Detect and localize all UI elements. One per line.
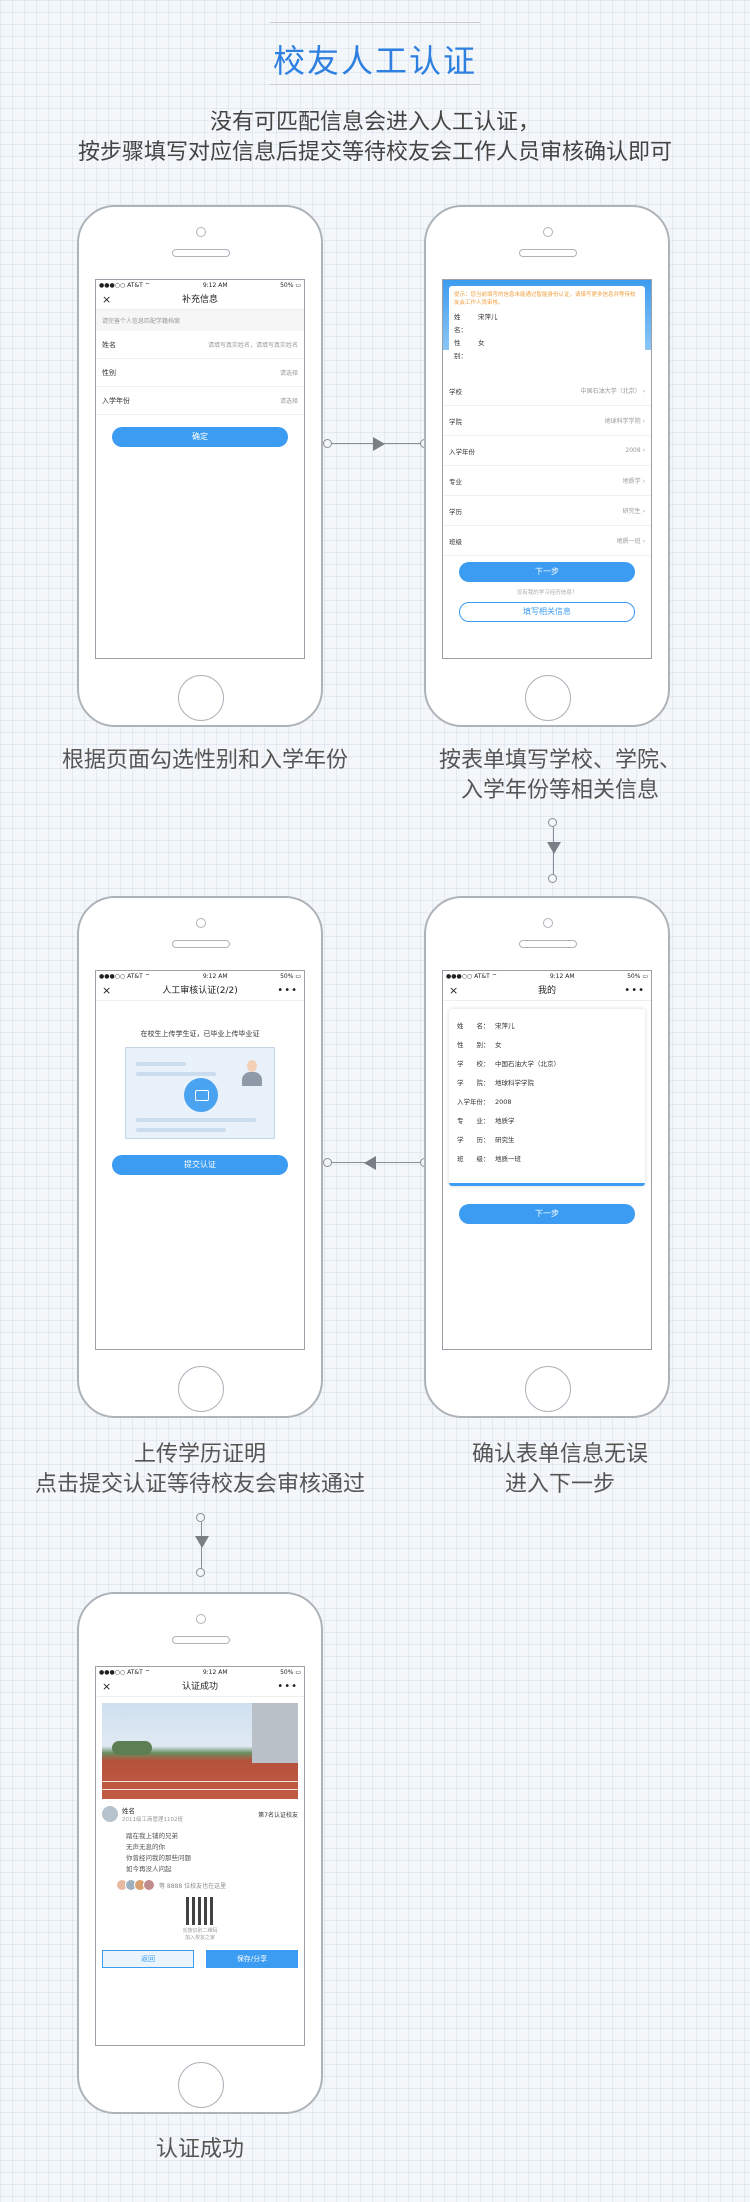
save-share-button[interactable]: 保存/分享 — [206, 1950, 298, 1968]
rank-badge: 第7名认证校友 — [258, 1811, 298, 1819]
chevron-right-icon: › — [642, 538, 645, 545]
chevron-right-icon: › — [642, 418, 645, 425]
nav-title: 补充信息 — [181, 295, 218, 305]
caption-step2: 按表单填写学校、学院、入学年份等相关信息 — [438, 748, 681, 803]
phone-step2: 提示：您当前填写的信息未能通过智能身份认证，请填写更多信息并等待校友会工作人员审… — [424, 205, 670, 727]
submit-button[interactable]: 提交认证 — [112, 1155, 288, 1175]
major-row[interactable]: 专业地质学 › — [443, 466, 651, 496]
close-icon[interactable]: × — [449, 984, 459, 997]
warning-text: 提示：您当前填写的信息未能通过智能身份认证，请填写更多信息并等待校友会工作人员审… — [454, 292, 636, 306]
gender-field[interactable]: 性别请选择 — [96, 359, 304, 387]
chevron-right-icon: › — [642, 447, 645, 454]
fill-info-button[interactable]: 填写相关信息 — [459, 602, 635, 622]
name-field[interactable]: 姓名请填写真实姓名，请填写真实姓名 — [96, 331, 304, 359]
year-field[interactable]: 入学年份请选择 — [96, 387, 304, 415]
hint-text: 请完善个人信息匹配学籍档案 — [96, 310, 304, 331]
page-subtitle-2: 按步骤填写对应信息后提交等待校友会工作人员审核确认即可 — [77, 140, 672, 165]
home-button[interactable] — [178, 675, 224, 721]
chevron-right-icon: › — [642, 508, 645, 515]
upload-instruction: 在校生上传学生证，已毕业上传毕业证 — [140, 1030, 260, 1038]
campus-photo — [102, 1703, 298, 1799]
nav-title: 认证成功 — [181, 1682, 218, 1692]
class-row[interactable]: 班级地质一班 › — [443, 526, 651, 556]
chevron-right-icon: › — [642, 478, 645, 485]
home-button[interactable] — [525, 675, 571, 721]
no-record-link[interactable]: 没有我的学习经历信息？ — [516, 590, 578, 596]
caption-step1: 根据页面勾选性别和入学年份 — [61, 748, 348, 773]
home-button[interactable] — [178, 1366, 224, 1412]
page-title: 校友人工认证 — [272, 42, 477, 80]
degree-row[interactable]: 学历研究生 › — [443, 496, 651, 526]
caption-step3: 上传学历证明点击提交认证等待校友会审核通过 — [34, 1442, 365, 1497]
close-icon[interactable]: × — [102, 1680, 112, 1693]
nav-title: 人工审核认证(2/2) — [162, 986, 238, 996]
college-row[interactable]: 学院地球科学学院 › — [443, 406, 651, 436]
user-name: 姓名 — [122, 1807, 135, 1815]
more-icon[interactable]: ••• — [277, 1681, 298, 1692]
friend-avatars: 等 8888 位校友也在这里 — [96, 1875, 304, 1891]
back-button[interactable]: 返回 — [102, 1950, 194, 1968]
caption-step5: 认证成功 — [155, 2137, 244, 2162]
confirm-button[interactable]: 确定 — [112, 427, 288, 447]
caption-step4: 确认表单信息无误进入下一步 — [471, 1442, 648, 1497]
home-button[interactable] — [178, 2062, 224, 2108]
chevron-right-icon: › — [642, 388, 645, 395]
qr-code — [186, 1897, 214, 1925]
user-class: 2011级工商管理1102班 — [122, 1817, 183, 1823]
page-subtitle-1: 没有可匹配信息会进入人工认证， — [209, 110, 540, 135]
more-icon[interactable]: ••• — [277, 985, 298, 996]
next-button[interactable]: 下一步 — [459, 1204, 635, 1224]
home-button[interactable] — [525, 1366, 571, 1412]
next-button[interactable]: 下一步 — [459, 562, 635, 582]
quote-text: 踏在我上铺的兄弟无声无息的你你曾经问我的那些问题如今再没人问起 — [126, 1832, 191, 1873]
screen-school-info: 提示：您当前填写的信息未能通过智能身份认证，请填写更多信息并等待校友会工作人员审… — [442, 279, 652, 659]
camera-icon[interactable] — [184, 1078, 218, 1112]
more-icon[interactable]: ••• — [624, 985, 645, 996]
info-card: 姓 名：宋萍儿 性 别：女 学 校：中国石油大学（北京） 学 院：地球科学学院 … — [449, 1009, 645, 1186]
school-row[interactable]: 学校中国石油大学（北京） › — [443, 376, 651, 406]
person-icon — [242, 1060, 262, 1086]
close-icon[interactable]: × — [102, 293, 112, 306]
avatar — [102, 1806, 118, 1822]
close-icon[interactable]: × — [102, 984, 112, 997]
nav-title: 我的 — [537, 986, 556, 996]
upload-card-area[interactable] — [125, 1047, 275, 1139]
